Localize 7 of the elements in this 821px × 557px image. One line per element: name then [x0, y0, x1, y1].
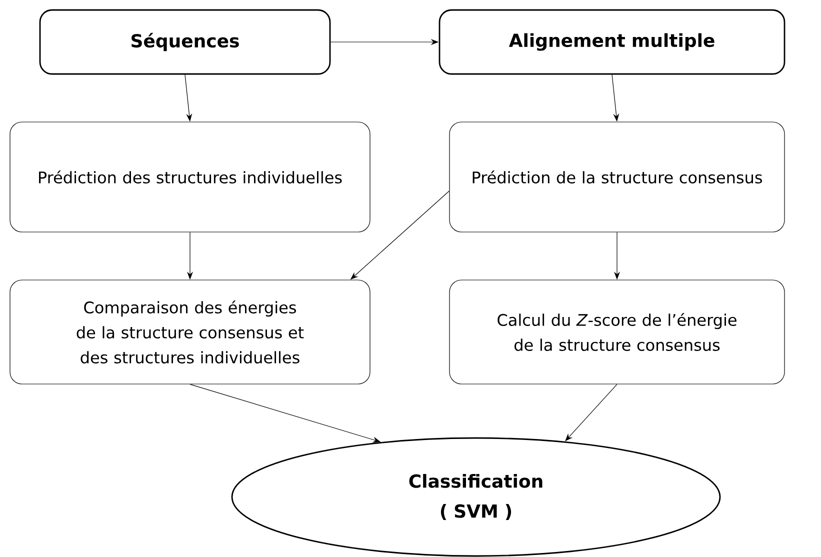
process-box: Prédiction des structures individuelles — [10, 122, 370, 232]
process-box: Comparaison des énergies de la structure consensus et des structures individuelles — [10, 280, 370, 384]
heading-box: Séquences — [39, 9, 331, 75]
process-box: Prédiction de la structure consensus — [449, 122, 785, 232]
heading-box: Alignement multiple — [438, 9, 786, 75]
arrow — [565, 384, 618, 442]
process-box: Calcul du Z-score de l’énergie de la structure consensus — [449, 280, 785, 384]
